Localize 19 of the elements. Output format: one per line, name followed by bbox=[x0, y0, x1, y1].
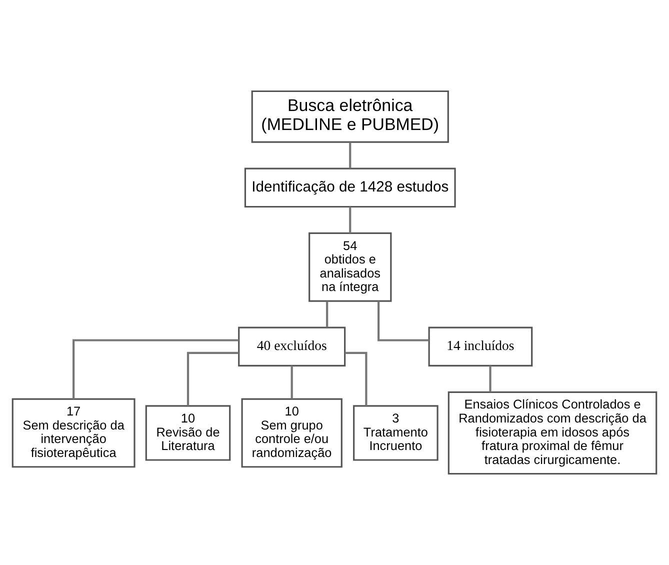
connector bbox=[345, 352, 368, 406]
node-box: Busca eletrônica (MEDLINE e PUBMED) bbox=[251, 90, 449, 143]
connector bbox=[378, 301, 429, 342]
node-box: 14 incluídos bbox=[428, 326, 533, 366]
node-box: 3 Tratamento Incruento bbox=[353, 405, 438, 461]
node-box: 40 excluídos bbox=[238, 326, 346, 366]
connector bbox=[349, 142, 352, 168]
node-box: 10 Sem grupo controle e/ou randomização bbox=[241, 398, 342, 468]
connector bbox=[72, 339, 239, 399]
connector bbox=[349, 206, 352, 234]
node-box: Identificação de 1428 estudos bbox=[244, 168, 456, 208]
connector bbox=[326, 301, 328, 328]
connector bbox=[489, 366, 492, 392]
connector bbox=[186, 352, 239, 406]
node-box: 17 Sem descrição da intervenção fisioterapêutica bbox=[12, 398, 136, 468]
node-box: Ensaios Clínicos Controlados e Randomizados com descrição da fisioterapia em idosos após fratura proximal de fêmur tratadas cirurgicamente. bbox=[448, 391, 658, 475]
node-box: 54 obtidos e analisados na íntegra bbox=[308, 232, 392, 302]
connector bbox=[290, 366, 293, 399]
node-box: 10 Revisão de Literatura bbox=[145, 405, 231, 461]
